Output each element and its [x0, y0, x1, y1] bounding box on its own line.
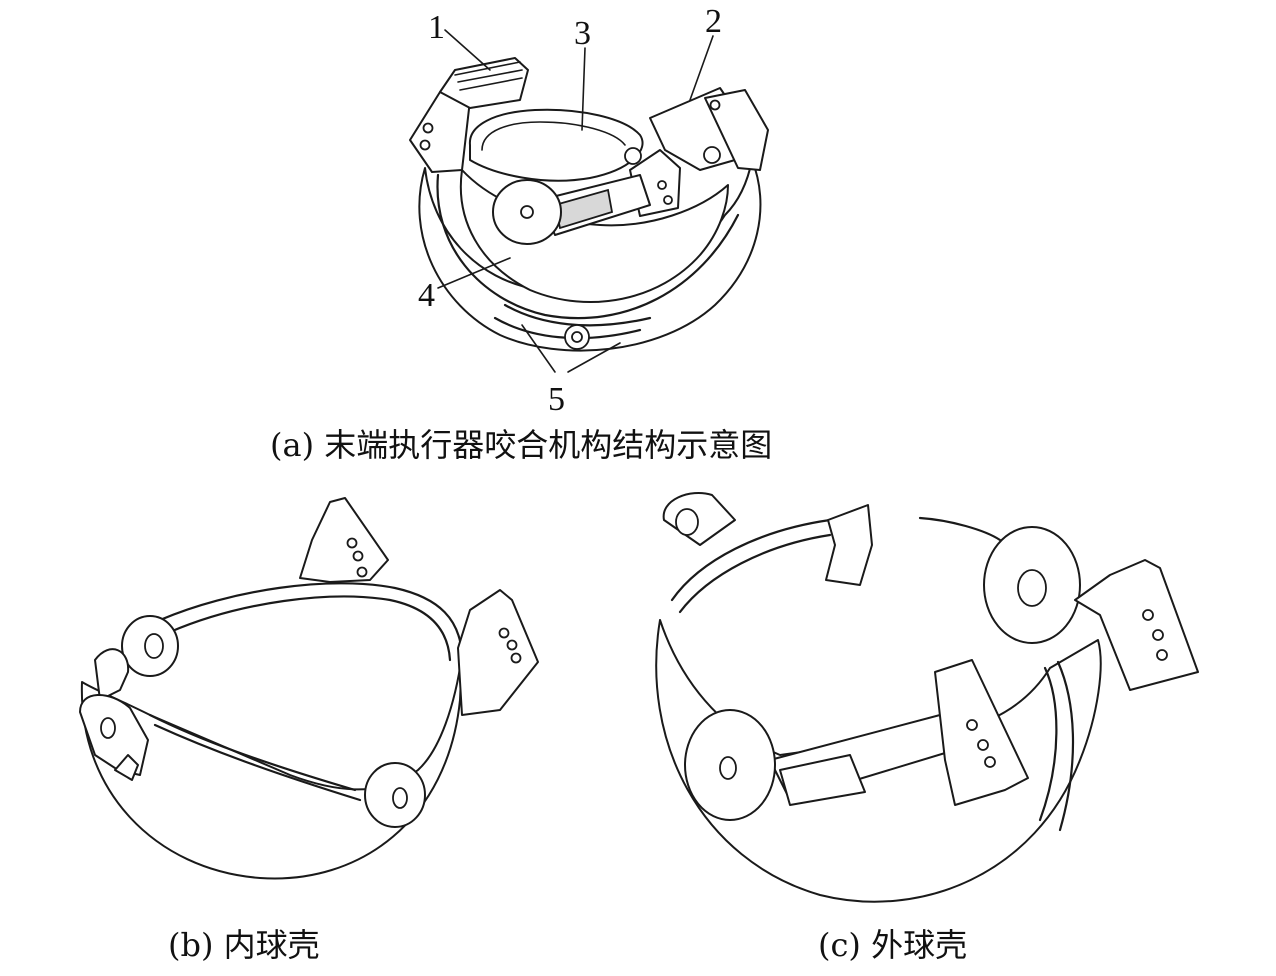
part-label-3: 3	[574, 15, 591, 52]
part-label-1: 1	[428, 9, 445, 46]
figure-b-inner-shell	[79, 497, 539, 880]
figure-a-assembly	[409, 29, 769, 373]
figure-c-outer-shell	[655, 492, 1199, 903]
part-label-5: 5	[548, 381, 565, 418]
part-label-4: 4	[418, 277, 435, 314]
part-label-2: 2	[705, 3, 722, 40]
caption-a: (a) 末端执行器咬合机构结构示意图	[270, 426, 772, 464]
caption-c: (c) 外球壳	[818, 926, 967, 964]
caption-b: (b) 内球壳	[168, 926, 320, 964]
